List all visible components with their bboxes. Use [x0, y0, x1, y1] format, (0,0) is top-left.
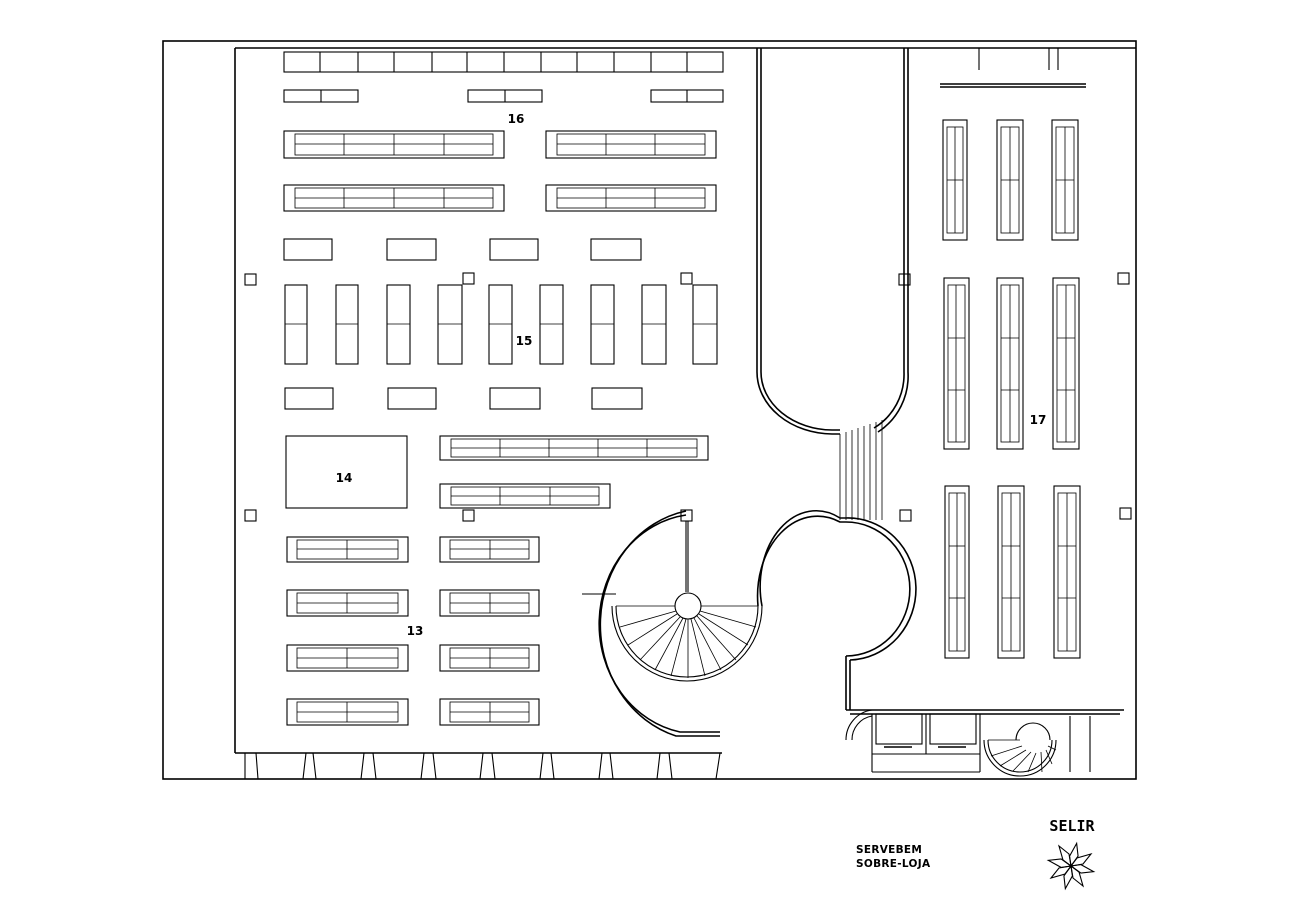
zone-15-label: 15 — [516, 334, 533, 348]
checkout-bays — [244, 752, 721, 780]
zone-16-shelving — [283, 51, 724, 212]
service-block — [845, 709, 1124, 777]
central-corridor — [756, 371, 909, 520]
logo: SELIR — [1046, 817, 1096, 891]
spiral-staircase — [582, 510, 917, 737]
stair-treads — [616, 605, 758, 678]
zone-16-label: 16 — [508, 112, 525, 126]
zone-13-shelving — [286, 536, 540, 726]
zone-13-label: 13 — [407, 624, 424, 638]
logo-wordmark: SELIR — [1049, 817, 1095, 835]
zone-15-shelving — [283, 238, 718, 509]
zone-17-label: 17 — [1030, 413, 1047, 427]
zone-17-shelving — [942, 119, 1081, 659]
columns — [244, 272, 1132, 522]
building-walls — [162, 40, 1137, 780]
zone-14-label: 14 — [336, 471, 353, 485]
pinwheel-logo-icon — [1046, 841, 1096, 891]
caption-line-1: SERVEBEM — [856, 844, 922, 856]
caption-line-2: SOBRE-LOJA — [856, 858, 931, 870]
zone-14-block — [285, 435, 408, 509]
